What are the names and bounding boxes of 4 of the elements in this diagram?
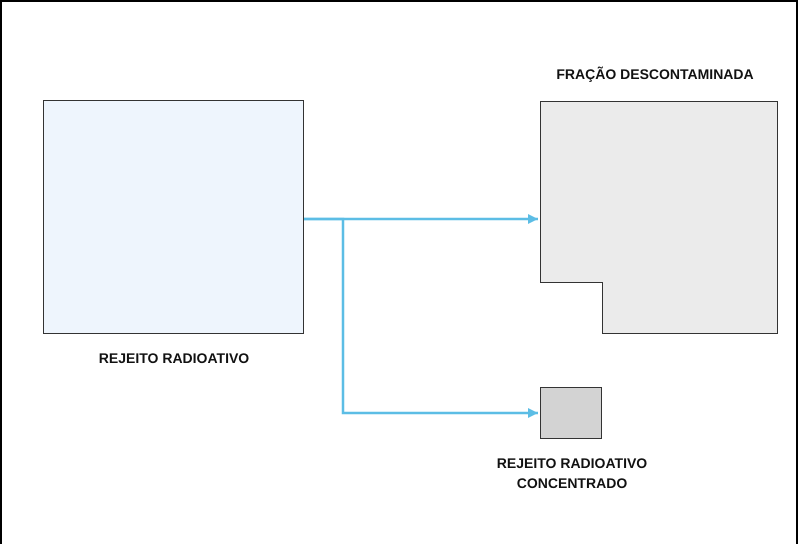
box-label: REJEITO RADIOATIVO CONCENTRADO (496, 454, 648, 493)
box-label: FRAÇÃO DESCONTAMINADA (555, 65, 755, 84)
arrow (304, 218, 538, 418)
box-label: REJEITO RADIOATIVO (98, 349, 250, 368)
